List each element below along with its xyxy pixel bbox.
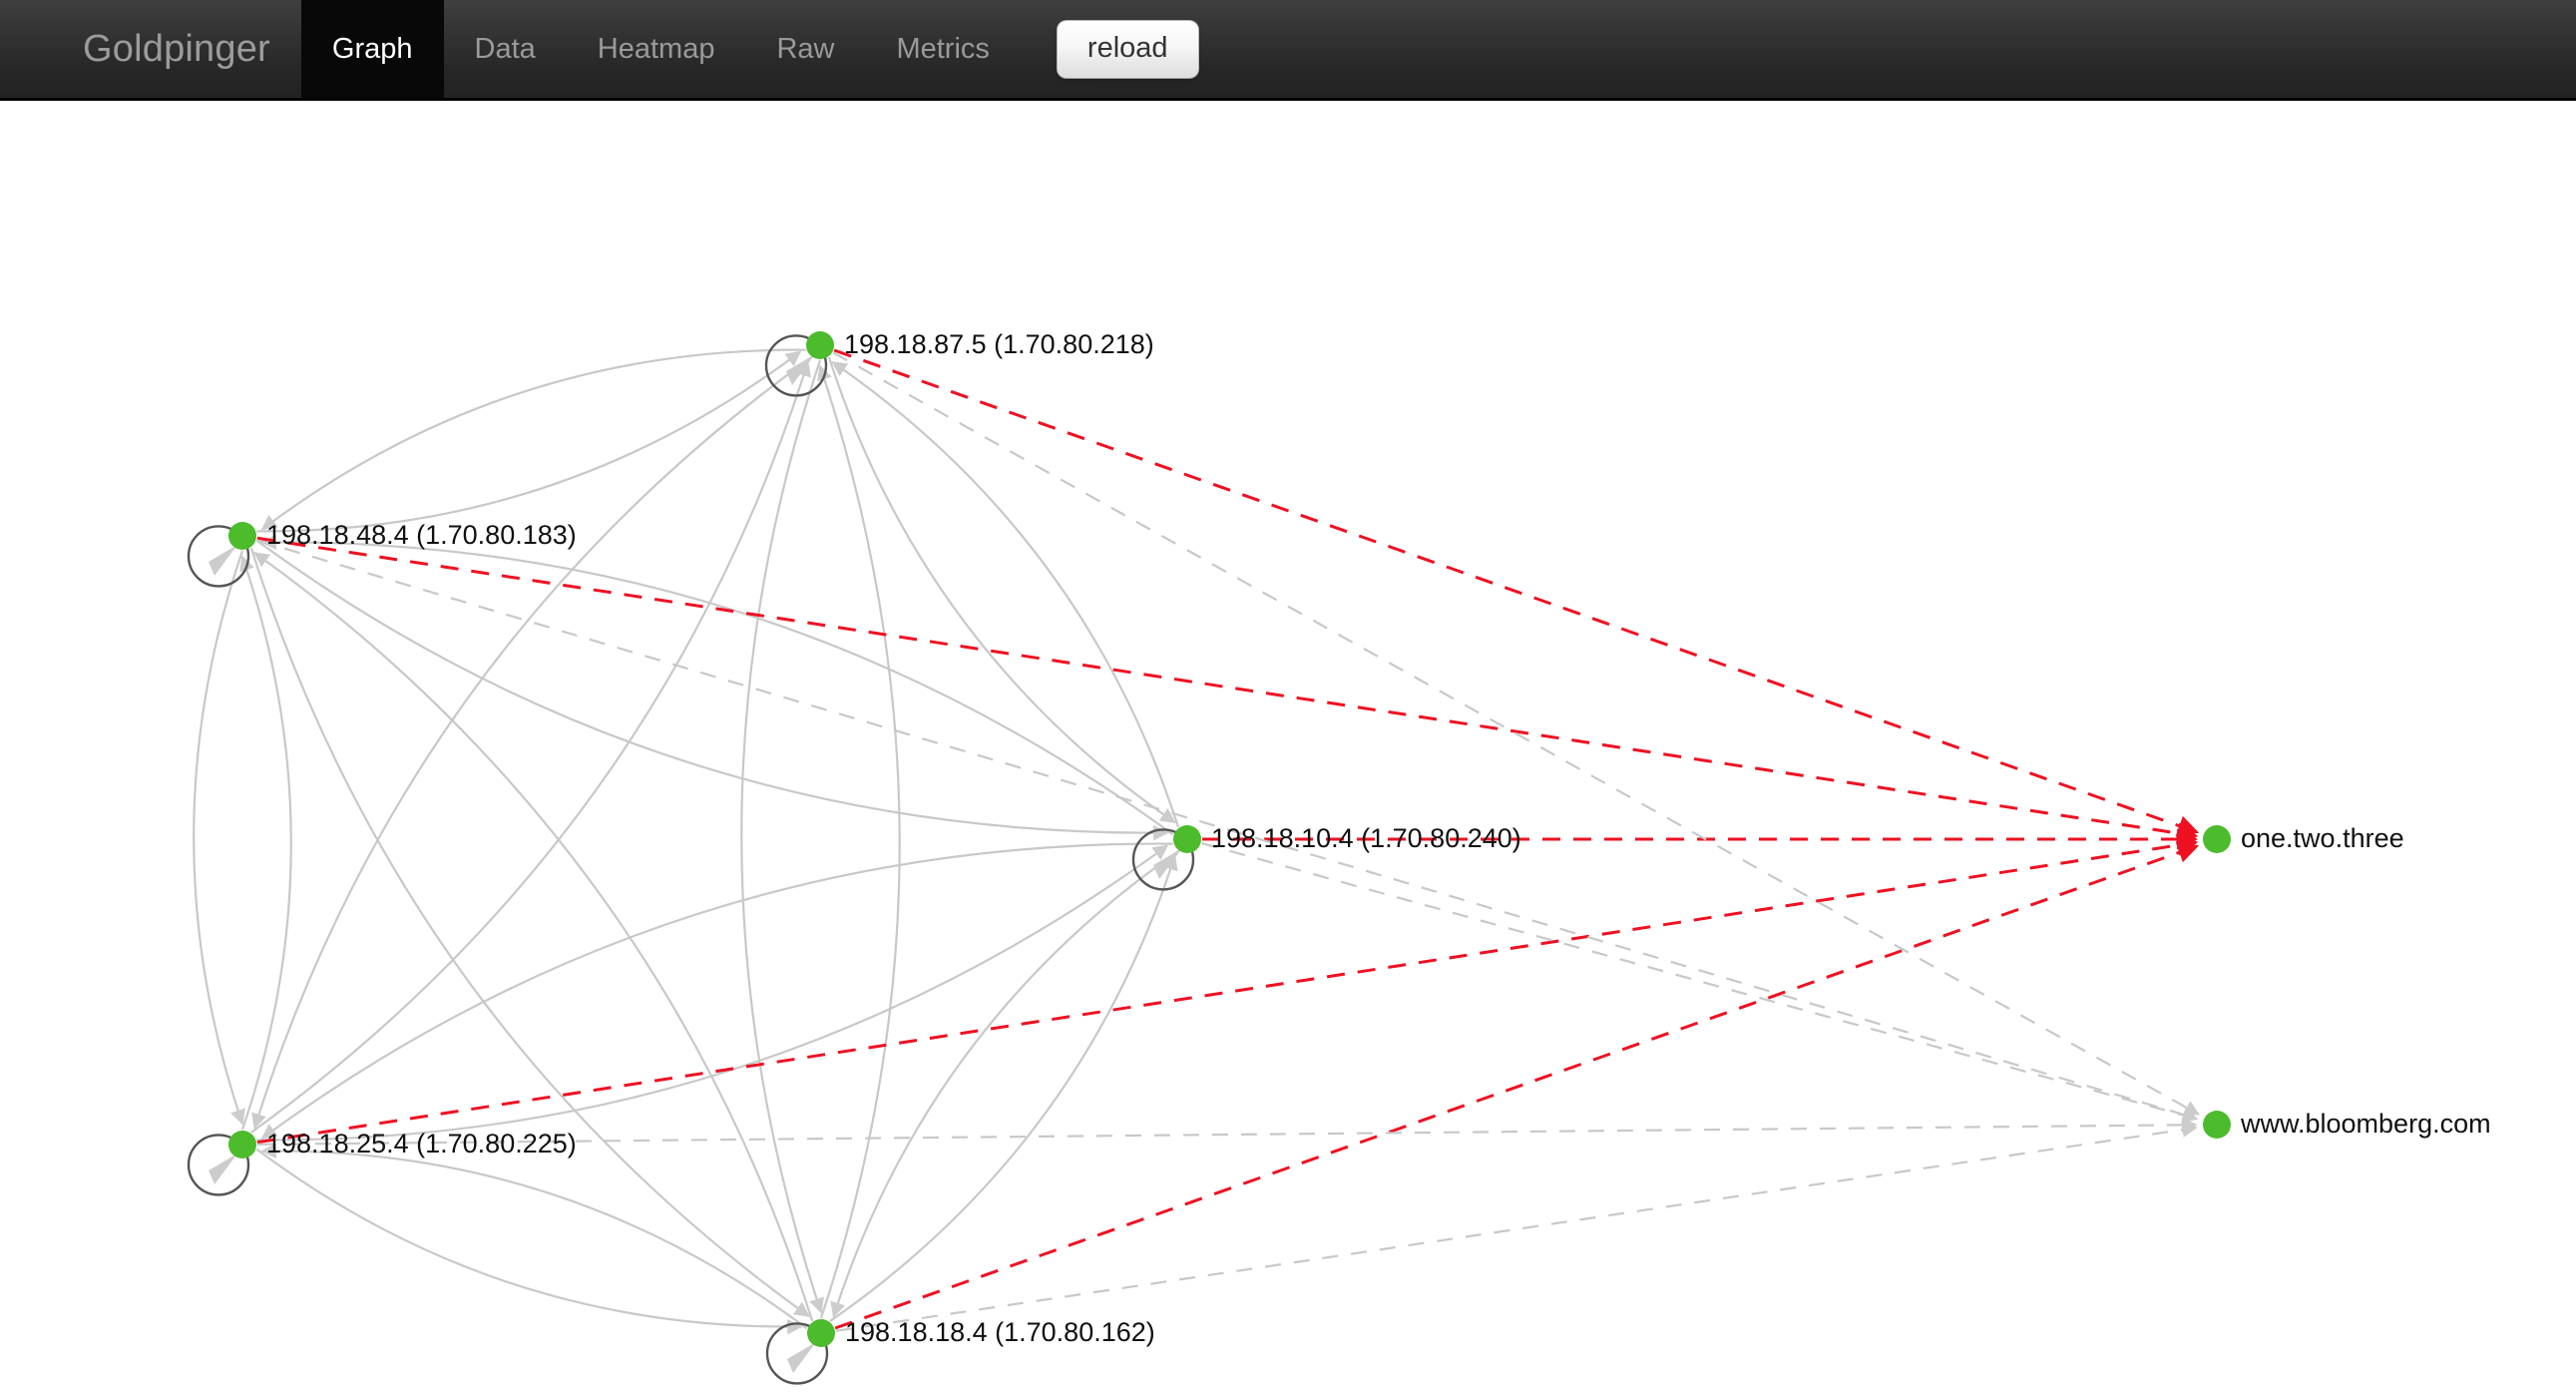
graph-edge (251, 356, 812, 1130)
graph-edge (831, 360, 1180, 828)
node-status-dot[interactable] (228, 522, 256, 550)
node-label: 198.18.18.4 (1.70.80.162) (845, 1317, 1155, 1347)
graph-edge (834, 842, 2200, 1330)
top-navbar: Goldpinger Graph Data Heatmap Raw Metric… (0, 0, 2576, 101)
node-status-dot[interactable] (1173, 825, 1201, 853)
graph-edge (256, 834, 2199, 1145)
tab-graph[interactable]: Graph (300, 0, 444, 98)
node-label: 198.18.48.4 (1.70.80.183) (266, 520, 577, 550)
network-graph-svg[interactable]: 198.18.87.5 (1.70.80.218) 198.18.48.4 (1.… (0, 101, 2576, 1393)
graph-edge (253, 552, 814, 1322)
self-loop-arrow-icon (209, 1154, 237, 1184)
node-status-dot[interactable] (2203, 1111, 2231, 1139)
graph-node[interactable]: one.two.three (2203, 823, 2404, 853)
node-label: www.bloomberg.com (2240, 1109, 2491, 1139)
node-label: 198.18.87.5 (1.70.80.218) (844, 329, 1154, 359)
graph-edge (249, 547, 810, 1317)
graph-node[interactable]: www.bloomberg.com (2203, 1109, 2491, 1139)
graph-node[interactable]: 198.18.87.5 (1.70.80.218) (806, 329, 1154, 359)
graph-edge (256, 1117, 2198, 1146)
edge-layer (193, 348, 2201, 1335)
graph-canvas[interactable]: 198.18.87.5 (1.70.80.218) 198.18.48.4 (1.… (0, 101, 2576, 1393)
graph-edge (250, 360, 811, 1134)
graph-edge (829, 854, 1178, 1322)
graph-node[interactable]: 198.18.18.4 (1.70.80.162) (807, 1317, 1155, 1347)
graph-edge (835, 1122, 2198, 1332)
node-status-dot[interactable] (806, 331, 834, 359)
self-loop-edge (765, 1322, 829, 1385)
node-label: 198.18.25.4 (1.70.80.225) (266, 1129, 577, 1159)
graph-edge (260, 1143, 808, 1330)
graph-edge (833, 348, 2200, 836)
self-loop-arrow-icon (1153, 848, 1182, 879)
graph-edge (256, 536, 2199, 844)
graph-edge (260, 842, 1173, 1140)
reload-button-wrap: reload (1021, 0, 1199, 98)
graph-edge (817, 364, 901, 1319)
graph-edge (830, 850, 1179, 1318)
self-loop-edge (187, 525, 250, 588)
graph-edge (256, 350, 802, 533)
graph-edge (260, 348, 806, 531)
self-loop-edge (764, 334, 828, 397)
tab-data[interactable]: Data (474, 32, 536, 65)
graph-edge (1201, 841, 2199, 1124)
tab-metrics[interactable]: Metrics (896, 32, 990, 65)
graph-node[interactable]: 198.18.10.4 (1.70.80.240) (1173, 823, 1521, 853)
graph-edge (740, 359, 824, 1314)
graph-edge (255, 539, 1169, 841)
graph-node[interactable]: 198.18.48.4 (1.70.80.183) (228, 520, 577, 550)
self-loop-edge (1131, 828, 1195, 891)
reload-button[interactable]: reload (1056, 19, 1199, 79)
tab-raw[interactable]: Raw (776, 32, 835, 65)
self-loop-arrow-icon (209, 545, 237, 576)
brand-goldpinger[interactable]: Goldpinger (83, 27, 270, 70)
graph-edge (260, 534, 1174, 836)
self-loop-arrow-icon (786, 354, 815, 385)
node-status-dot[interactable] (228, 1131, 256, 1159)
graph-edge (832, 351, 2201, 1116)
node-layer[interactable]: 198.18.87.5 (1.70.80.218) 198.18.48.4 (1.… (228, 329, 2491, 1347)
node-status-dot[interactable] (807, 1319, 835, 1347)
graph-edge (255, 1148, 803, 1335)
node-status-dot[interactable] (2203, 825, 2231, 853)
graph-node[interactable]: 198.18.25.4 (1.70.80.225) (228, 1129, 577, 1159)
node-label: 198.18.10.4 (1.70.80.240) (1211, 823, 1521, 853)
graph-edge (193, 550, 245, 1126)
tab-heatmap[interactable]: Heatmap (597, 32, 715, 65)
self-loop-arrow-icon (787, 1342, 816, 1373)
node-label: one.two.three (2241, 823, 2404, 853)
graph-edge (239, 555, 292, 1131)
graph-edge (256, 539, 2199, 1123)
graph-edge (256, 844, 1169, 1142)
self-loop-edge (187, 1134, 250, 1196)
self-loop-layer (187, 334, 1195, 1385)
graph-edge (827, 356, 1176, 824)
